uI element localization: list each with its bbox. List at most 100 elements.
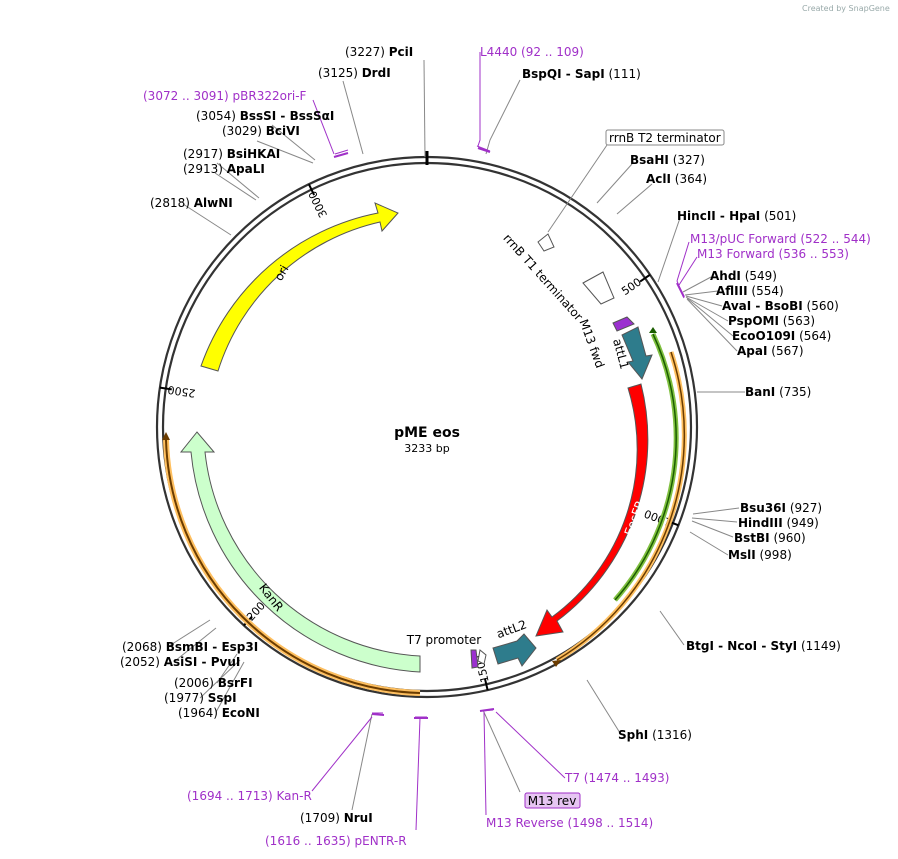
restriction-site[interactable]: SphI (1316)	[618, 728, 692, 742]
restriction-site[interactable]: (1709) NruI	[300, 811, 373, 825]
site-position: (3029)	[222, 124, 266, 138]
primer-leaders	[311, 52, 698, 831]
restriction-site[interactable]: (2818) AlwNI	[150, 196, 233, 210]
restriction-site[interactable]: (3029) BciVI	[222, 124, 300, 138]
ori-arrow[interactable]	[200, 202, 399, 372]
primer-label[interactable]: (1616 .. 1635) pENTR-R	[265, 834, 407, 848]
kanr-arrow[interactable]	[179, 431, 421, 673]
restriction-site[interactable]: (2913) ApaLI	[183, 162, 265, 176]
restriction-site[interactable]: (2006) BsrFI	[174, 676, 253, 690]
restriction-site[interactable]: AvaI - BsoBI (560)	[722, 299, 839, 313]
primer-range: (522 .. 544)	[800, 232, 870, 246]
enzyme-name: SphI	[618, 728, 648, 742]
enzyme-name: AclI	[646, 172, 671, 186]
site-position: (2068)	[122, 640, 166, 654]
t7-promoter-arrow[interactable]	[470, 649, 479, 669]
restriction-site[interactable]: BspQI - SapI (111)	[522, 67, 641, 81]
site-position: (960)	[770, 531, 806, 545]
primer-label[interactable]: M13 Forward (536 .. 553)	[697, 247, 849, 261]
restriction-site[interactable]: (3054) BssSI - BssSαI	[196, 109, 334, 123]
primer-label[interactable]: (3072 .. 3091) pBR322ori-F	[143, 89, 307, 103]
restriction-site[interactable]: (2068) BsmBI - Esp3I	[122, 640, 258, 654]
tick-label: 500	[619, 275, 644, 298]
attl2-arrow[interactable]	[492, 633, 537, 667]
rrnb-t1-arrow[interactable]	[582, 271, 615, 305]
restriction-site[interactable]: (3125) DrdI	[318, 66, 391, 80]
primer-label[interactable]: T7 (1474 .. 1493)	[564, 771, 669, 785]
restriction-site[interactable]: (2917) BsiHKAI	[183, 147, 280, 161]
restriction-site[interactable]: (1964) EcoNI	[178, 706, 260, 720]
enzyme-name: AflIII	[716, 284, 748, 298]
enzyme-name: MslI	[728, 548, 756, 562]
m13-fwd-label: M13 fwd	[576, 317, 607, 370]
restriction-site[interactable]: MslI (998)	[728, 548, 792, 562]
restriction-site[interactable]: (3227) PciI	[345, 45, 413, 59]
site-position: (3227)	[345, 45, 389, 59]
restriction-site[interactable]: (1977) SspI	[164, 691, 237, 705]
site-position: (2006)	[174, 676, 218, 690]
site-position: (927)	[786, 501, 822, 515]
m13-fwd-arrow[interactable]	[612, 316, 635, 332]
primer-name: pENTR-R	[355, 834, 407, 848]
primer-name: L4440	[480, 45, 521, 59]
site-position: (1316)	[648, 728, 692, 742]
restriction-site[interactable]: BanI (735)	[745, 385, 811, 399]
restriction-site[interactable]: AflIII (554)	[716, 284, 784, 298]
site-position: (735)	[775, 385, 811, 399]
enzyme-name: HincII - HpaI	[677, 209, 760, 223]
primer-labels: L4440 (92 .. 109) (3072 .. 3091) pBR322or…	[143, 45, 871, 848]
site-position: (364)	[671, 172, 707, 186]
restriction-site[interactable]: ApaI (567)	[737, 344, 804, 358]
leader-lines	[168, 59, 745, 811]
restriction-site[interactable]: (2052) AsiSI - PvuI	[120, 655, 240, 669]
enzyme-name: EcoO109I	[732, 329, 795, 343]
primer-name: T7	[564, 771, 584, 785]
site-position: (564)	[795, 329, 831, 343]
enzyme-name: AvaI - BsoBI	[722, 299, 803, 313]
rrnb-t2-box	[605, 129, 725, 146]
restriction-site[interactable]: PspOMI (563)	[728, 314, 815, 328]
primer-name: M13/pUC Forward	[690, 232, 800, 246]
t7-promoter-label: T7 promoter	[406, 633, 482, 647]
enzyme-name: Bsu36I	[740, 501, 786, 515]
tick-label: 2500	[167, 383, 197, 400]
site-position: (567)	[767, 344, 803, 358]
plasmid-name: pME eos	[394, 425, 460, 441]
primer-label[interactable]: L4440 (92 .. 109)	[480, 45, 584, 59]
attl1-arrow[interactable]	[621, 326, 653, 380]
enzyme-name: AhdI	[710, 269, 741, 283]
primer-label[interactable]: M13/pUC Forward (522 .. 544)	[690, 232, 871, 246]
restriction-site[interactable]: AclI (364)	[646, 172, 707, 186]
restriction-site[interactable]: AhdI (549)	[710, 269, 777, 283]
primer-range: (1694 .. 1713)	[187, 789, 277, 803]
tick-label: 3000	[306, 189, 330, 220]
site-position: (327)	[669, 153, 705, 167]
site-position: (1964)	[178, 706, 222, 720]
restriction-site[interactable]: BtgI - NcoI - StyI (1149)	[686, 639, 841, 653]
site-position: (549)	[741, 269, 777, 283]
enzyme-name: AsiSI - PvuI	[164, 655, 241, 669]
rrnb-t2-arrow[interactable]	[537, 233, 555, 252]
enzyme-name: BsrFI	[218, 676, 253, 690]
eosfp-arrow[interactable]	[535, 383, 649, 637]
plasmid-length: 3233 bp	[404, 442, 449, 455]
restriction-site[interactable]: Bsu36I (927)	[740, 501, 822, 515]
site-position: (563)	[779, 314, 815, 328]
site-position: (3054)	[196, 109, 240, 123]
enzyme-name: EcoNI	[222, 706, 260, 720]
tick-mark	[483, 678, 489, 691]
site-position: (554)	[748, 284, 784, 298]
site-position: (501)	[760, 209, 796, 223]
site-position: (1709)	[300, 811, 344, 825]
restriction-site-labels: (3227) PciI (3125) DrdI (3054) BssSI - Bss…	[120, 45, 841, 825]
site-position: (949)	[783, 516, 819, 530]
restriction-site[interactable]: BsaHI (327)	[630, 153, 705, 167]
primer-label[interactable]: (1694 .. 1713) Kan-R	[187, 789, 312, 803]
restriction-site[interactable]: EcoO109I (564)	[732, 329, 831, 343]
primer-range: (3072 .. 3091)	[143, 89, 233, 103]
restriction-site[interactable]: HindIII (949)	[738, 516, 819, 530]
primer-label[interactable]: M13 Reverse (1498 .. 1514)	[486, 816, 653, 830]
restriction-site[interactable]: HincII - HpaI (501)	[677, 209, 796, 223]
restriction-site[interactable]: BstBI (960)	[734, 531, 806, 545]
